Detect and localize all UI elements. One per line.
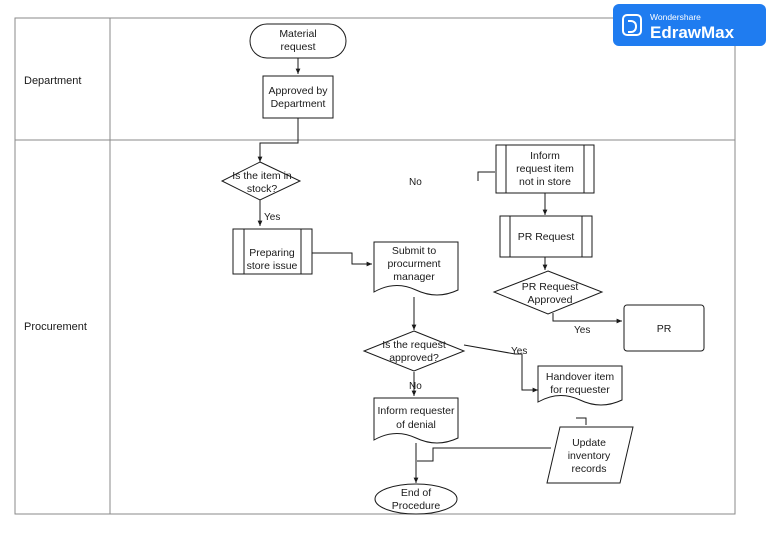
- node-inform-requester-denial: Inform requester of denial: [373, 397, 459, 444]
- lane-label-procurement: Procurement: [24, 321, 87, 333]
- edge-preparing-to-submit: [312, 252, 372, 267]
- lane-label-department: Department: [24, 75, 81, 87]
- edge-update-to-end: [417, 447, 551, 462]
- label-stock-yes: Yes: [264, 212, 280, 223]
- svg-text:Department: Department: [271, 98, 326, 110]
- svg-text:Approved: Approved: [528, 294, 573, 306]
- svg-text:Material: Material: [279, 28, 316, 40]
- svg-text:request: request: [280, 41, 315, 53]
- brand-vendor: Wondershare: [650, 12, 701, 22]
- svg-text:Handover item: Handover item: [546, 371, 615, 383]
- node-material-request: Material request: [249, 23, 347, 59]
- node-update-inventory: Update inventory records: [546, 426, 634, 484]
- node-pr-request: PR Request: [499, 215, 593, 258]
- svg-text:Procedure: Procedure: [392, 500, 441, 512]
- edge-into-update: [576, 417, 587, 425]
- label-pr-yes: Yes: [574, 325, 590, 336]
- svg-text:of denial: of denial: [396, 419, 436, 431]
- svg-text:Inform requester: Inform requester: [377, 405, 455, 417]
- edge-approved-yes: [463, 344, 538, 393]
- edrawmax-logo-icon: [622, 14, 642, 36]
- brand-product: EdrawMax: [650, 23, 735, 42]
- svg-text:records: records: [571, 463, 606, 475]
- swimlane-frame: [14, 17, 736, 515]
- node-pr: PR: [623, 304, 705, 352]
- label-approved-no: No: [409, 381, 422, 392]
- node-submit-to-procurement: Submit to procurment manager: [373, 241, 459, 296]
- node-approved-by-department: Approved by Department: [262, 75, 334, 119]
- edge-stock-no: [477, 171, 495, 181]
- node-is-request-approved: Is the request approved?: [362, 330, 466, 372]
- svg-text:Inform: Inform: [530, 150, 560, 162]
- node-pr-request-approved: PR Request Approved: [492, 270, 604, 315]
- node-inform-not-in-store: Inform request item not in store: [495, 144, 595, 194]
- svg-text:Is the request: Is the request: [382, 339, 446, 351]
- svg-text:approved?: approved?: [389, 352, 439, 364]
- label-stock-no: No: [409, 177, 422, 188]
- svg-text:request item: request item: [516, 163, 574, 175]
- svg-text:not in store: not in store: [519, 176, 571, 188]
- label-approved-yes: Yes: [511, 346, 527, 357]
- svg-text:Submit to: Submit to: [392, 245, 437, 257]
- node-handover-item: Handover item for requester: [537, 365, 623, 406]
- svg-text:PR Request: PR Request: [522, 281, 579, 293]
- edge-approved-to-stock: [257, 118, 299, 162]
- svg-text:Preparing: Preparing: [249, 247, 295, 259]
- svg-text:PR: PR: [657, 323, 672, 335]
- connectors: [257, 58, 622, 483]
- svg-text:Is the item in: Is the item in: [232, 170, 292, 182]
- svg-text:Update: Update: [572, 437, 606, 449]
- svg-text:for requester: for requester: [550, 384, 610, 396]
- node-end-of-procedure: End of Procedure: [374, 483, 458, 515]
- edrawmax-watermark-badge: Wondershare EdrawMax: [613, 4, 766, 46]
- svg-text:procurment: procurment: [387, 258, 440, 270]
- node-preparing-store-issue: Preparing store issue: [232, 228, 313, 275]
- svg-text:PR Request: PR Request: [518, 231, 575, 243]
- svg-text:stock?: stock?: [247, 183, 278, 195]
- svg-text:End of: End of: [401, 487, 431, 499]
- svg-text:inventory: inventory: [568, 450, 611, 462]
- svg-text:store issue: store issue: [247, 260, 298, 272]
- svg-text:manager: manager: [393, 271, 435, 283]
- edge-pr-yes: [552, 313, 622, 324]
- svg-text:Approved by: Approved by: [269, 85, 329, 97]
- node-is-item-in-stock: Is the item in stock?: [220, 161, 302, 201]
